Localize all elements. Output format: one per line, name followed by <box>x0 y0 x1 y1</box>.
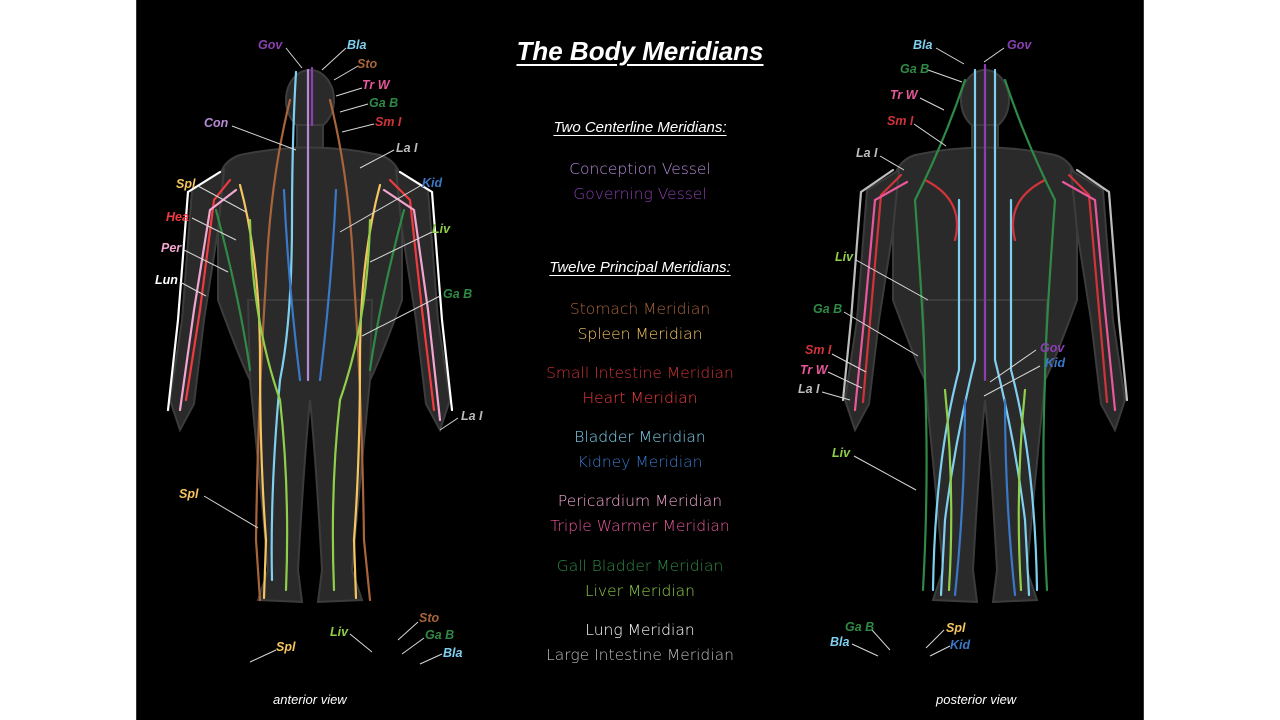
posterior-meridian-label: Ga B <box>900 62 930 76</box>
legend-item: Gall Bladder Meridian <box>556 557 724 575</box>
legend-item: Governing Vessel <box>573 185 707 203</box>
anterior-liver-line <box>248 218 289 592</box>
legend-item: Liver Meridian <box>584 582 695 600</box>
legend-item: Conception Vessel <box>569 160 711 178</box>
section-heading-centerline: Two Centerline Meridians: <box>553 119 727 136</box>
anterior-meridian-label: La I <box>396 141 418 155</box>
posterior-largeintestine-line <box>841 168 895 402</box>
posterior-largeintestine-line-right <box>1075 168 1129 402</box>
posterior-leader-lines <box>821 47 1041 657</box>
anterior-lung-line <box>166 170 222 412</box>
anterior-meridian-label: Ga B <box>443 287 473 301</box>
anterior-meridian-label: Sto <box>357 57 378 71</box>
posterior-meridian-label: Kid <box>950 638 971 652</box>
posterior-meridian-label: La I <box>798 382 820 396</box>
posterior-meridian-label: Gov <box>1040 341 1065 355</box>
posterior-meridian-label: Ga B <box>845 620 875 634</box>
anterior-meridian-label: Spl <box>276 640 296 654</box>
posterior-meridian-label: Liv <box>835 250 854 264</box>
posterior-meridian-label: Gov <box>1007 38 1032 52</box>
anterior-leader-lines <box>179 47 459 665</box>
anterior-meridian-label: Sm I <box>375 115 402 129</box>
legend-item: Bladder Meridian <box>574 428 706 446</box>
legend-item: Pericardium Meridian <box>557 492 723 510</box>
anterior-meridian-label: Tr W <box>362 78 390 92</box>
anterior-meridian-label: Lun <box>155 273 178 287</box>
anterior-meridian-label: La I <box>461 409 483 423</box>
anterior-pericardium-line-right <box>382 188 442 422</box>
legend-item: Spleen Meridian <box>577 325 703 343</box>
anterior-meridian-label: Ga B <box>425 628 455 642</box>
posterior-meridian-label: Sm I <box>805 343 832 357</box>
posterior-meridian-label: Bla <box>830 635 850 649</box>
anterior-lung-line-right <box>398 170 454 412</box>
anterior-meridian-label: Gov <box>258 38 283 52</box>
page-title: The Body Meridians <box>516 36 764 66</box>
legend-item: Stomach Meridian <box>569 300 711 318</box>
anterior-bladder-line <box>270 70 298 582</box>
posterior-meridian-label: Kid <box>1045 356 1066 370</box>
caption-anterior: anterior view <box>273 692 347 707</box>
anterior-meridian-label: Spl <box>179 487 199 501</box>
legend-item: Heart Meridian <box>582 389 698 407</box>
posterior-triplewarmer-line-right <box>1061 180 1117 412</box>
anterior-meridian-label: Sto <box>419 611 440 625</box>
legend-item: Large Intestine Meridian <box>546 646 734 664</box>
legend-item: Lung Meridian <box>585 621 695 639</box>
section-heading-principal: Twelve Principal Meridians: <box>549 259 731 276</box>
posterior-triplewarmer-line <box>853 180 909 412</box>
anterior-liver-line-right <box>331 218 372 592</box>
posterior-meridian-lines <box>841 63 1129 597</box>
anterior-stomach-line-right <box>328 98 372 602</box>
anterior-meridian-label: Bla <box>347 38 367 52</box>
legend-item: Kidney Meridian <box>577 453 703 471</box>
anterior-meridian-label: Liv <box>432 222 451 236</box>
anterior-gallbladder-line <box>214 208 406 372</box>
posterior-meridian-label: Bla <box>913 38 933 52</box>
posterior-smallintestine-line-right <box>1067 173 1109 404</box>
anterior-stomach-line <box>254 98 292 602</box>
posterior-meridian-label: Sm I <box>887 114 914 128</box>
legend-item: Small Intestine Meridian <box>546 364 734 382</box>
anterior-meridian-label: Hea <box>166 210 189 224</box>
posterior-meridian-label: Ga B <box>813 302 843 316</box>
posterior-meridian-label: Liv <box>832 446 851 460</box>
anterior-meridian-label: Kid <box>422 176 443 190</box>
anterior-meridian-label: Con <box>204 116 229 130</box>
posterior-kidney-line <box>953 398 1017 597</box>
posterior-meridian-label: La I <box>856 146 878 160</box>
posterior-bladder-line <box>939 68 1031 597</box>
anterior-heart-line <box>184 178 232 402</box>
anterior-meridian-label: Spl <box>176 177 196 191</box>
posterior-smallintestine-upper-line <box>923 178 1047 242</box>
posterior-meridian-label: Spl <box>946 621 966 635</box>
caption-posterior: posterior view <box>936 692 1017 707</box>
posterior-meridian-label: Tr W <box>890 88 918 102</box>
legend-item: Triple Warmer Meridian <box>550 517 730 535</box>
anterior-meridian-label: Liv <box>330 625 349 639</box>
posterior-gallbladder-line <box>913 78 1057 592</box>
posterior-smallintestine-line <box>861 173 903 404</box>
posterior-liver-line <box>943 388 1027 592</box>
anterior-meridian-label: Ga B <box>369 96 399 110</box>
posterior-bladder-outer-line <box>931 198 1039 592</box>
anterior-meridian-label: Bla <box>443 646 463 660</box>
anterior-meridian-lines <box>166 66 454 602</box>
anterior-meridian-label: Per <box>161 241 182 255</box>
posterior-meridian-label: Tr W <box>800 363 828 377</box>
anterior-heart-line-right <box>388 178 436 412</box>
anterior-kidney-line <box>282 188 338 382</box>
